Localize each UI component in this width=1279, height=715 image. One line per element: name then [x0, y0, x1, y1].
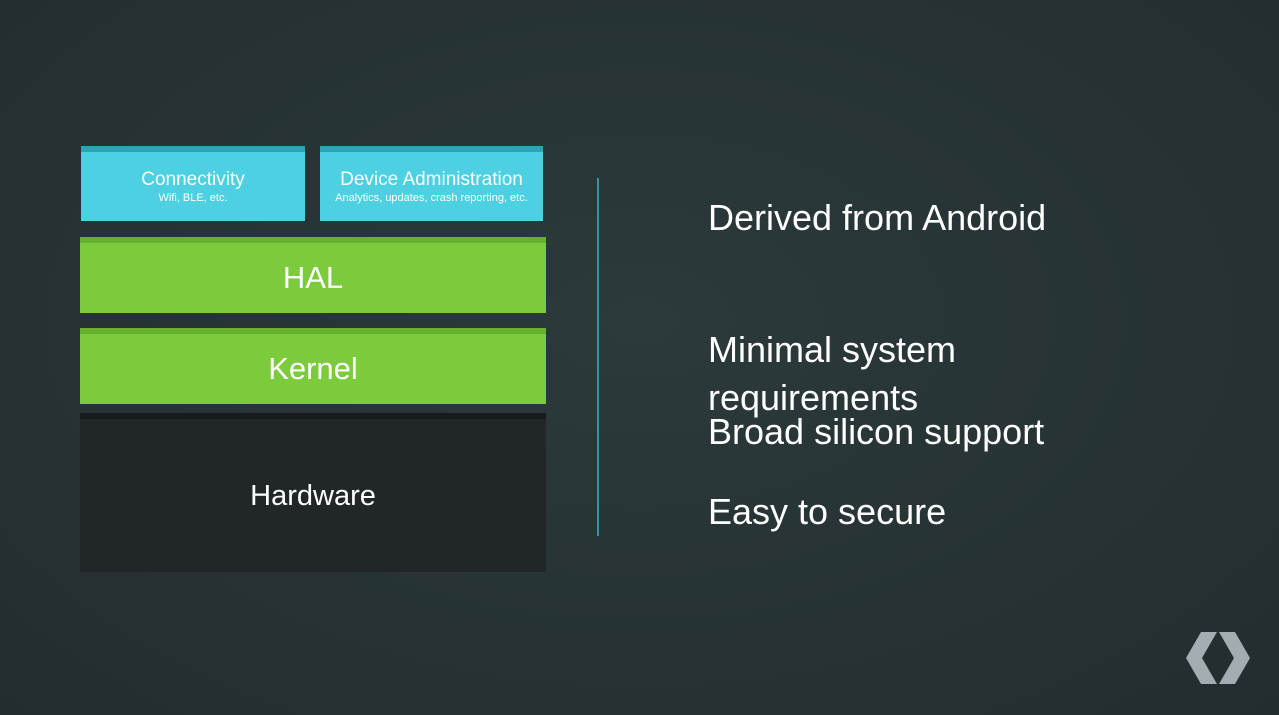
- device-administration-title: Device Administration: [340, 168, 523, 190]
- vertical-divider: [597, 178, 599, 536]
- device-administration-subtitle: Analytics, updates, crash reporting, etc…: [335, 191, 528, 204]
- device-administration-block: Device Administration Analytics, updates…: [320, 146, 543, 221]
- point-text: Minimal system requirements: [708, 329, 957, 418]
- point-text: Easy to secure: [708, 491, 947, 532]
- connectivity-title: Connectivity: [141, 168, 245, 190]
- point-easy-to-secure: Easy to secure: [708, 488, 946, 536]
- google-developers-logo-icon: [1186, 632, 1250, 684]
- point-text: Broad silicon support: [708, 411, 1045, 452]
- point-minimal-system-requirements: Minimal system requirements: [708, 278, 956, 422]
- connectivity-block: Connectivity Wifi, BLE, etc.: [81, 146, 305, 221]
- hal-title: HAL: [282, 260, 344, 295]
- kernel-title: Kernel: [268, 351, 358, 386]
- point-text: Derived from Android: [708, 197, 1047, 238]
- point-broad-silicon-support: Broad silicon support: [708, 408, 1044, 456]
- hardware-block: Hardware: [80, 413, 546, 572]
- hardware-title: Hardware: [250, 479, 376, 512]
- point-derived-from-android: Derived from Android: [708, 194, 1046, 242]
- connectivity-subtitle: Wifi, BLE, etc.: [158, 191, 228, 204]
- kernel-block: Kernel: [80, 328, 546, 404]
- hal-block: HAL: [80, 237, 546, 313]
